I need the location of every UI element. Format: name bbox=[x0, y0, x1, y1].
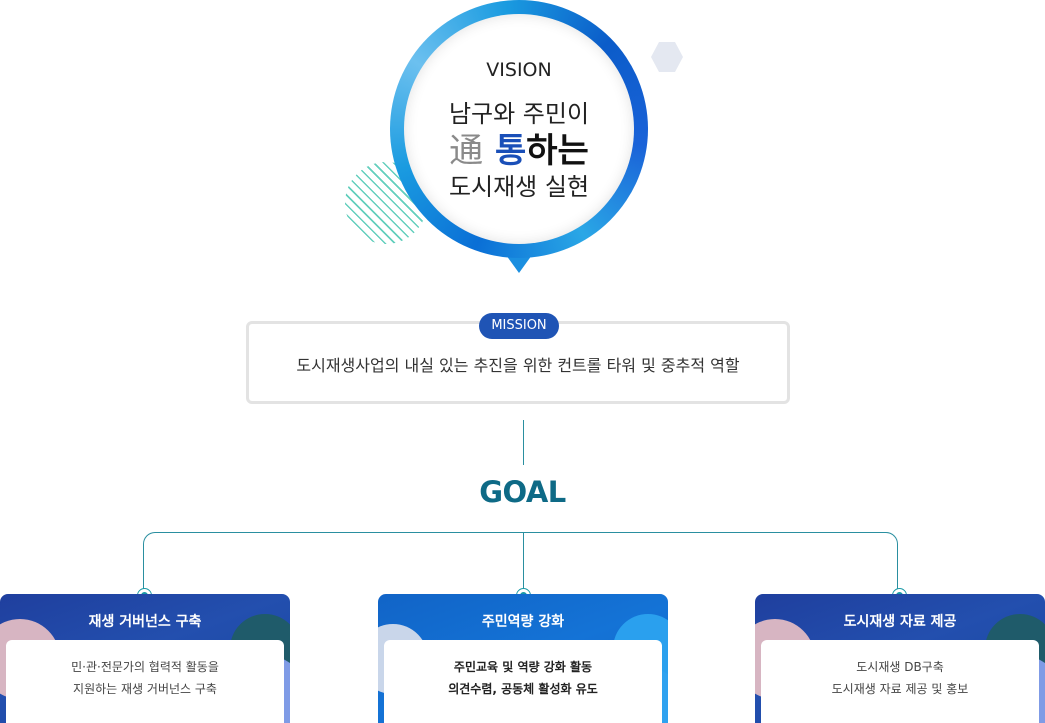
goal-title: GOAL bbox=[479, 475, 566, 509]
goal-card-line-2: 도시재생 자료 제공 및 홍보 bbox=[831, 682, 969, 696]
mission-text: 도시재생사업의 내실 있는 추진을 위한 컨트롤 타워 및 중추적 역할 bbox=[296, 356, 740, 375]
connector-line bbox=[523, 420, 524, 465]
vision-line-1: 남구와 주민이 bbox=[448, 100, 590, 128]
goal-tree-center-line bbox=[523, 532, 524, 592]
goal-tree-branches bbox=[143, 532, 898, 592]
vision-content: VISION 남구와 주민이 通 통하는 도시재생 실현 bbox=[404, 14, 634, 244]
vision-label: VISION bbox=[486, 59, 552, 81]
goal-card-title: 도시재생 자료 제공 bbox=[843, 614, 957, 630]
vision-highlight: 통 bbox=[495, 131, 527, 171]
goal-card-governance: 재생 거버넌스 구축 민·관·전문가의 협력적 활동을 지원하는 재생 거버넌스… bbox=[0, 594, 290, 723]
goal-card-capacity: 주민역량 강화 주민교육 및 역량 강화 활동 의견수렴, 공동체 활성화 유도 bbox=[378, 594, 668, 723]
goal-card-line-1: 도시재생 DB구축 bbox=[856, 660, 944, 674]
goal-card-line-1: 주민교육 및 역량 강화 활동 bbox=[453, 660, 593, 674]
vision-line-2-rest: 하는 bbox=[526, 131, 589, 171]
vision-circle: VISION 남구와 주민이 通 통하는 도시재생 실현 bbox=[390, 0, 648, 275]
goal-card-body: 주민교육 및 역량 강화 활동 의견수렴, 공동체 활성화 유도 bbox=[384, 640, 662, 723]
goal-card-body: 민·관·전문가의 협력적 활동을 지원하는 재생 거버넌스 구축 bbox=[6, 640, 284, 723]
hexagon-decoration bbox=[651, 42, 683, 72]
vision-line-3: 도시재생 실현 bbox=[448, 173, 590, 201]
goal-card-line-2: 지원하는 재생 거버넌스 구축 bbox=[73, 682, 217, 696]
goal-card-data: 도시재생 자료 제공 도시재생 DB구축 도시재생 자료 제공 및 홍보 bbox=[755, 594, 1045, 723]
vision-hanja: 通 bbox=[449, 131, 484, 171]
goal-card-line-2: 의견수렴, 공동체 활성화 유도 bbox=[448, 682, 598, 696]
mission-badge: MISSION bbox=[479, 313, 559, 339]
goal-card-body: 도시재생 DB구축 도시재생 자료 제공 및 홍보 bbox=[761, 640, 1039, 723]
vision-line-2: 通 통하는 bbox=[404, 123, 634, 172]
goal-card-title: 주민역량 강화 bbox=[481, 614, 565, 630]
goal-card-line-1: 민·관·전문가의 협력적 활동을 bbox=[71, 660, 219, 674]
goal-card-title: 재생 거버넌스 구축 bbox=[88, 614, 202, 630]
